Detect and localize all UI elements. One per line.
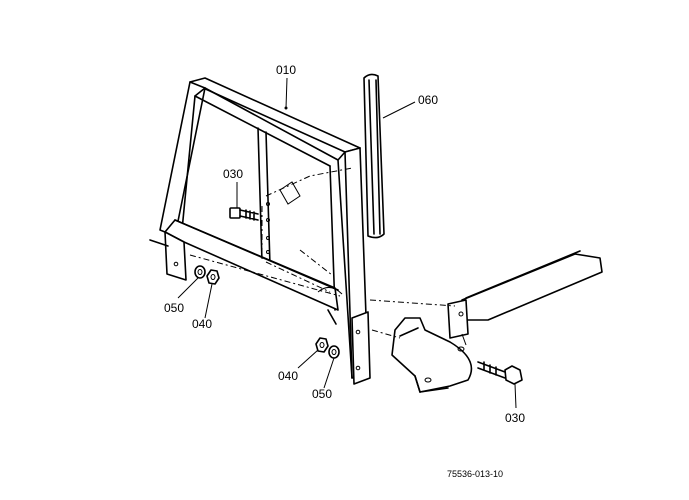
label-bolt-lower: 030 xyxy=(505,411,525,425)
label-frame: 010 xyxy=(276,63,296,77)
leader-lines xyxy=(177,77,517,409)
washer-nut-left xyxy=(194,265,220,285)
label-washer-right: 050 xyxy=(312,387,332,401)
label-nut-right: 040 xyxy=(278,369,298,383)
label-washer-left: 050 xyxy=(164,301,184,315)
part-labels: 010 060 030 050 040 040 050 030 75536-01… xyxy=(164,63,525,479)
bolt-lower xyxy=(477,361,523,385)
washer-nut-right xyxy=(315,337,340,359)
drawing-code: 75536-013-10 xyxy=(447,469,503,479)
mounting-bracket xyxy=(391,317,473,393)
seal-strip xyxy=(363,73,385,239)
guard-frame xyxy=(149,77,456,385)
label-nut-left: 040 xyxy=(192,317,212,331)
label-bolt-upper: 030 xyxy=(223,167,243,181)
label-seal-strip: 060 xyxy=(418,93,438,107)
mounting-arm xyxy=(447,250,603,346)
bolt-upper xyxy=(229,207,259,221)
